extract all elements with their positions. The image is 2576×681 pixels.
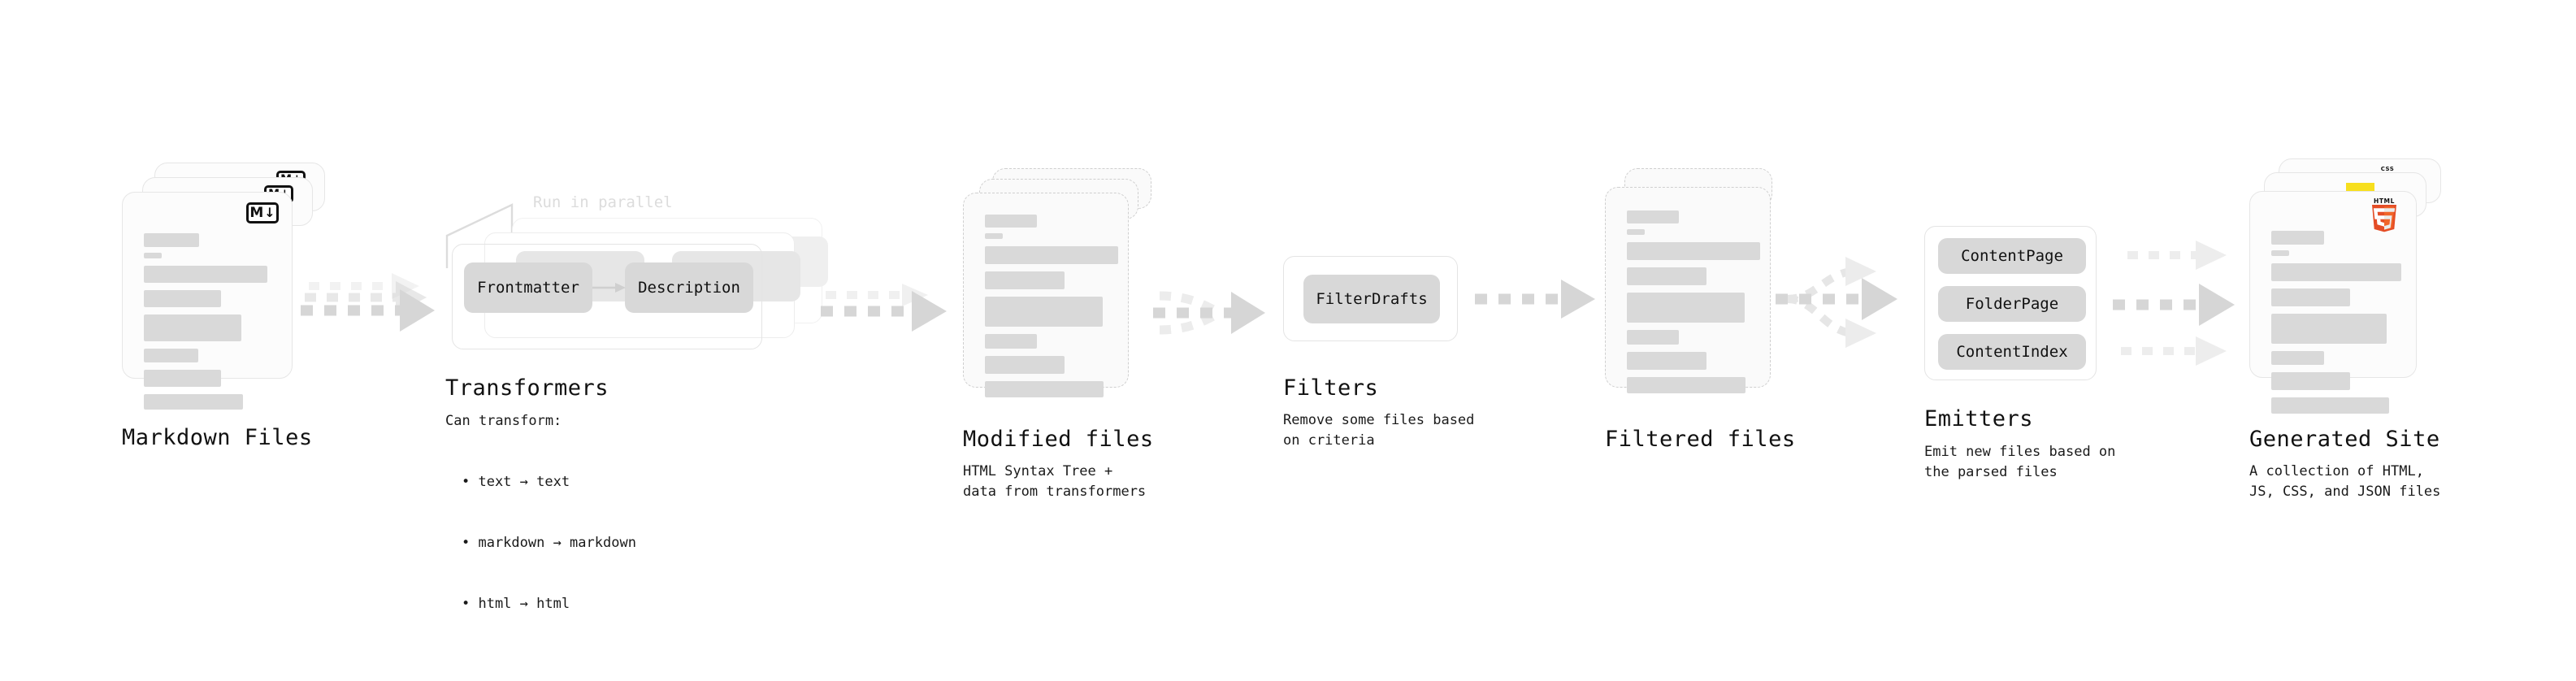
html5-icon-shield — [2372, 205, 2396, 232]
stage-title-filters: Filters — [1283, 375, 1379, 401]
transformers-bullet-2: • html → html — [462, 596, 570, 612]
transformer-chip-frontmatter[interactable]: Frontmatter — [464, 262, 592, 313]
transformers-bullet-0: • text → text — [462, 474, 570, 490]
markdown-icon-letter: M — [249, 204, 264, 221]
connector-md-to-transformers — [301, 273, 435, 332]
connector-transformers-to-modified — [821, 284, 947, 332]
stage-title-emitters: Emitters — [1924, 406, 2034, 432]
stage-subtitle-generated-site: A collection of HTML, JS, CSS, and JSON … — [2249, 463, 2441, 500]
filtered-card-front — [1605, 187, 1771, 393]
transformer-group-front: Frontmatter Description — [452, 244, 762, 349]
html5-icon: HTML — [2370, 197, 2398, 232]
stage-title-transformers: Transformers — [445, 375, 609, 401]
modified-card-front — [963, 193, 1129, 397]
transformer-chip-description-label: Description — [638, 279, 740, 297]
css-icon-label: CSS — [2380, 166, 2395, 172]
markdown-card-front: M ↓ — [122, 192, 293, 410]
filters-chip-filterdrafts-label: FilterDrafts — [1316, 290, 1428, 308]
transformers-bullet-1: • markdown → markdown — [462, 535, 636, 551]
markdown-icon-arrow: ↓ — [264, 205, 275, 220]
transformer-chip-description[interactable]: Description — [625, 262, 753, 313]
modified-card-placeholder-lines — [985, 215, 1118, 405]
stage-title-filtered-files: Filtered files — [1605, 427, 1796, 452]
filters-chip-filterdrafts[interactable]: FilterDrafts — [1303, 275, 1440, 323]
markdown-icon: M ↓ — [246, 202, 279, 223]
stage-filters-group: FilterDrafts — [1283, 256, 1458, 341]
connector-filtered-to-emitters — [1776, 257, 1897, 348]
transformers-bullet-list: • text → text • markdown → markdown • ht… — [462, 432, 636, 655]
emitters-chip-contentindex[interactable]: ContentIndex — [1938, 334, 2086, 370]
stage-title-modified-files: Modified files — [963, 427, 1154, 452]
html5-icon-label: HTML — [2373, 197, 2396, 205]
stage-subtitle-transformers: Can transform: — [445, 413, 562, 429]
site-card-placeholder-lines — [2271, 231, 2401, 421]
filtered-card-placeholder-lines — [1627, 210, 1760, 401]
connector-filters-to-filtered — [1475, 280, 1595, 319]
emitters-chip-contentindex-label: ContentIndex — [1956, 343, 2068, 361]
transformer-inner-arrow — [592, 283, 626, 293]
emitters-chip-folderpage-label: FolderPage — [1965, 295, 2059, 313]
stage-subtitle-modified-files: HTML Syntax Tree + data from transformer… — [963, 463, 1147, 500]
site-card-front: HTML — [2249, 191, 2417, 414]
stage-emitters-group: ContentPage FolderPage ContentIndex — [1924, 226, 2097, 380]
stage-subtitle-emitters: Emit new files based on the parsed files — [1924, 444, 2116, 480]
stage-subtitle-filters: Remove some files based on criteria — [1283, 412, 1475, 449]
emitters-chip-contentpage-label: ContentPage — [1961, 247, 2063, 265]
run-in-parallel-label: Run in parallel — [533, 193, 673, 211]
transformer-chip-frontmatter-label: Frontmatter — [477, 279, 579, 297]
stage-title-markdown-files: Markdown Files — [122, 425, 313, 450]
emitters-chip-folderpage[interactable]: FolderPage — [1938, 286, 2086, 322]
emitters-chip-contentpage[interactable]: ContentPage — [1938, 238, 2086, 274]
connector-modified-to-filters — [1153, 291, 1265, 335]
stage-title-generated-site: Generated Site — [2249, 427, 2440, 452]
connector-emitters-to-site — [2113, 241, 2235, 366]
markdown-card-placeholder-lines — [144, 233, 275, 417]
